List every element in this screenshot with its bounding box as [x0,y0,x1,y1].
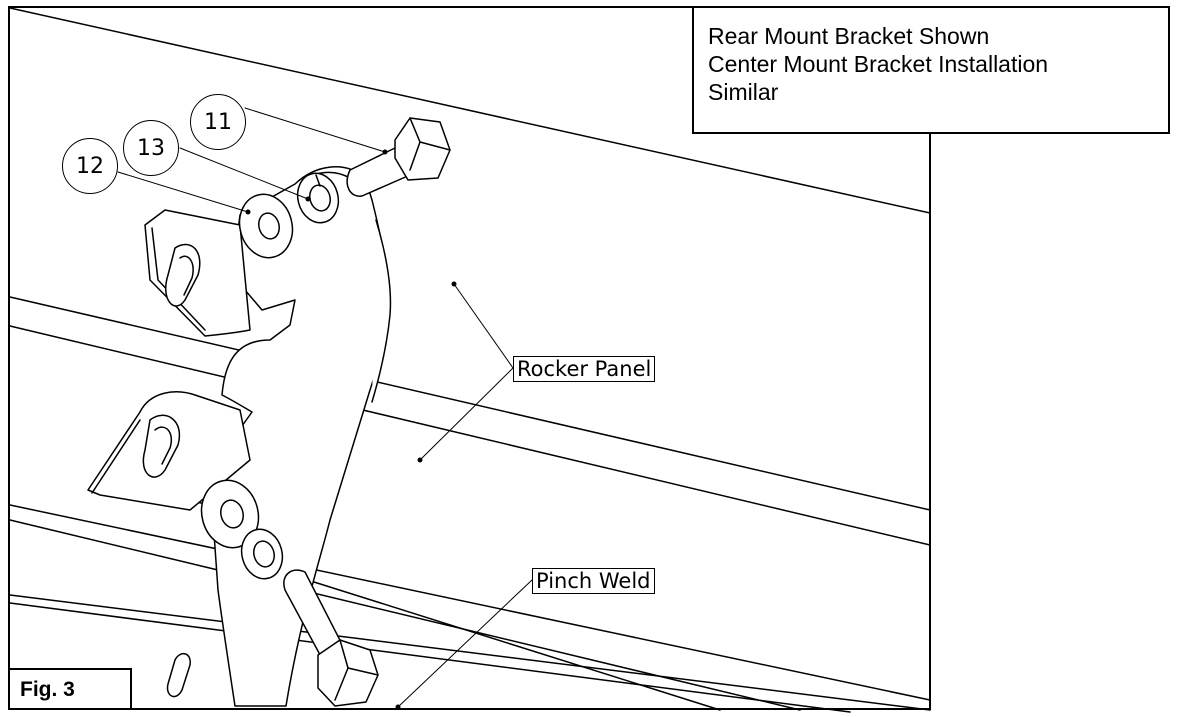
upper-tab [144,209,251,337]
lower-flat-washer [200,479,260,549]
rocker-panel-lines [9,7,931,711]
note-line-2: Center Mount Bracket Installation [708,51,1049,77]
leader-dots [245,149,457,710]
pinch-weld-callout: Pinch Weld [532,568,655,594]
item-balloon-11-number: 11 [204,109,232,135]
upper-flat-washer [238,193,294,259]
item-balloon-12-number: 12 [76,153,104,179]
figure-label-text: Fig. 3 [20,678,75,701]
lower-tab [87,391,251,511]
pinch-weld-lines [9,564,931,713]
upper-hex-bolt [346,117,451,197]
leader-lines [117,107,533,708]
item-balloon-13: 13 [123,120,179,176]
item-balloon-11: 11 [190,94,246,150]
note-line-1: Rear Mount Bracket Shown [708,23,990,49]
bracket-bottom-slot [166,653,191,698]
item-balloon-13-number: 13 [137,135,165,161]
installation-note: Rear Mount Bracket Shown Center Mount Br… [692,6,1170,134]
lower-hex-bolt [283,569,379,707]
upper-lock-washer [296,172,340,224]
lower-lock-washer [240,528,284,580]
note-line-3: Similar [708,79,779,105]
item-balloon-12: 12 [62,138,118,194]
rocker-panel-callout: Rocker Panel [513,356,656,382]
figure-label: Fig. 3 [8,668,132,710]
